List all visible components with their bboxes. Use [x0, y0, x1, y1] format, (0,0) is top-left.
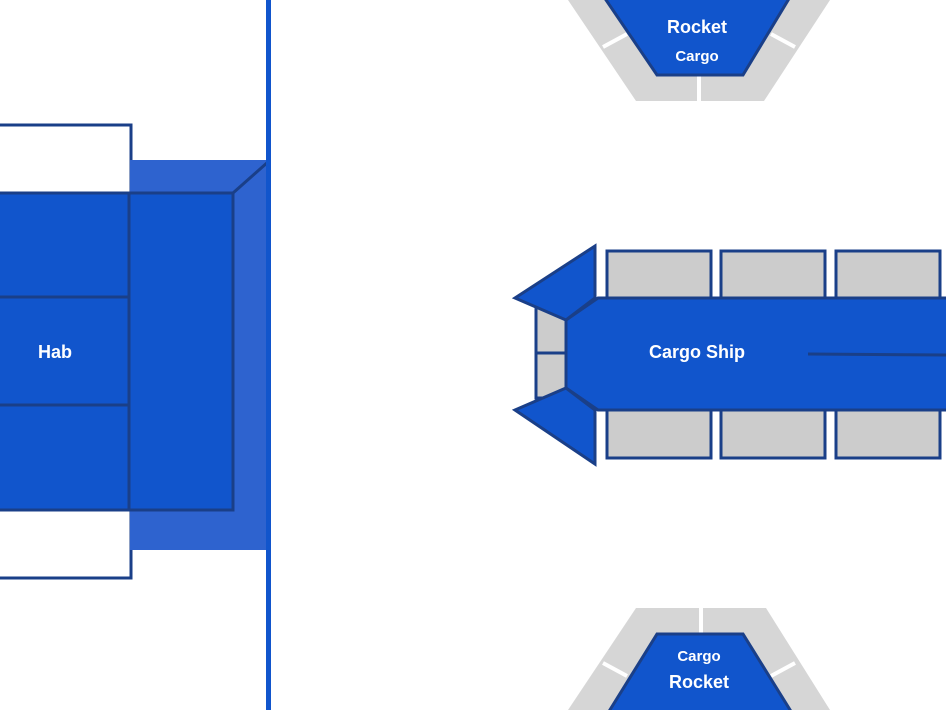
rocket-top: Rocket Cargo	[568, 0, 830, 101]
hab-label: Hab	[38, 342, 72, 362]
hab-ramp-edge	[232, 160, 269, 195]
cargo-bay-top-3	[834, 249, 942, 300]
cargo-bay-bottom-2	[719, 408, 827, 460]
rocket-bottom: Cargo Rocket	[568, 608, 830, 710]
rocket-bottom-subtitle: Cargo	[677, 648, 720, 665]
cargo-ship-fin-top	[511, 243, 597, 322]
alliance-boundary-line	[266, 0, 271, 710]
cargo-bay-top-1	[605, 249, 713, 300]
cargo-bay-bottom-1	[605, 408, 713, 460]
rocket-bottom-core	[608, 632, 792, 710]
hab-level-bottom	[0, 403, 132, 512]
cargo-ship-centerline	[807, 352, 946, 357]
cargo-bay-bottom-3	[834, 408, 942, 460]
hab-upper-platform	[127, 191, 235, 512]
rocket-bottom-title: Rocket	[669, 672, 729, 692]
rocket-top-subtitle: Cargo	[675, 48, 718, 65]
hab-lower-white-platform	[0, 505, 133, 580]
rocket-top-seam-right	[770, 32, 796, 49]
cargo-ship-label: Cargo Ship	[649, 342, 745, 362]
cargo-ship: Cargo Ship	[511, 243, 946, 467]
cargo-ship-fin-bottom	[511, 386, 597, 467]
hab-upper-white-platform	[0, 123, 133, 197]
rocket-top-core	[604, 0, 790, 77]
rocket-top-title: Rocket	[667, 17, 727, 37]
rocket-bottom-seam-right	[770, 661, 796, 678]
rocket-bottom-seam-left	[602, 661, 628, 678]
hab-level-top	[0, 191, 132, 299]
rocket-top-seam-left	[602, 32, 628, 49]
cargo-bay-top-2	[719, 249, 827, 300]
hab-zone: Hab	[0, 123, 269, 580]
